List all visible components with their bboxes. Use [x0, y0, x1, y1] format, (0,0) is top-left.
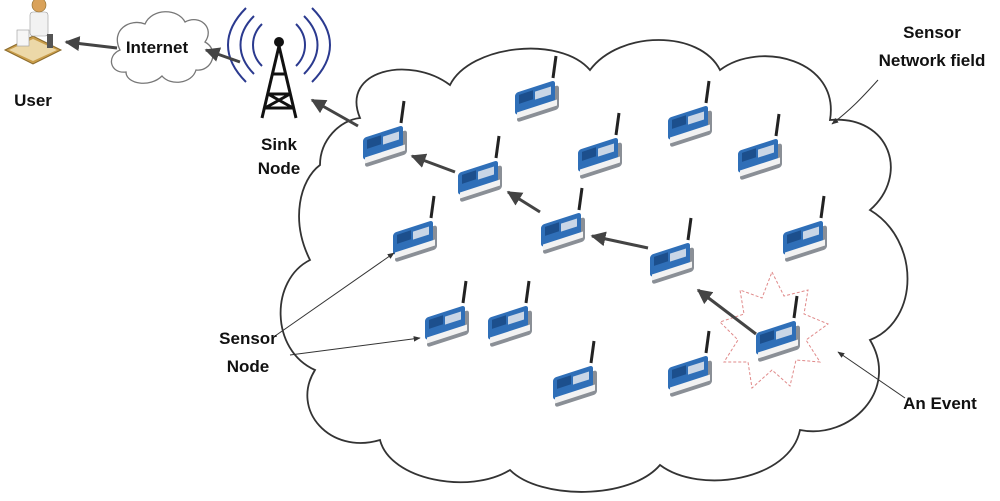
internet-cloud: Internet	[110, 11, 214, 84]
arrow-node-to-edge	[410, 153, 456, 174]
arrow-node-to-center	[590, 231, 649, 250]
sink-label-line1: Sink	[261, 135, 297, 154]
event-label: An Event	[903, 394, 977, 413]
radio-tower-icon	[227, 7, 331, 119]
callout-event	[837, 351, 906, 399]
sink-label-line2: Node	[258, 159, 301, 178]
user-at-desk-icon	[3, 0, 63, 65]
callout-sensor-1	[274, 252, 395, 337]
arrow-sink-to-internet	[204, 47, 241, 64]
sensor-node-label-line1: Sensor	[219, 329, 277, 348]
field-label-line1: Sensor	[903, 23, 961, 42]
arrow-edge-to-sink	[310, 98, 359, 128]
field-label-line2: Network field	[879, 51, 986, 70]
arrow-center-to-node	[506, 190, 541, 214]
arrow-event-to-node	[696, 288, 757, 336]
sensor-node-label-line2: Node	[227, 357, 270, 376]
internet-label: Internet	[126, 38, 189, 57]
starburst-icon	[719, 270, 830, 389]
callout-sensor-2	[289, 336, 421, 356]
user-label: User	[14, 91, 52, 110]
arrow-internet-to-user	[64, 36, 118, 52]
callout-field	[831, 79, 879, 125]
